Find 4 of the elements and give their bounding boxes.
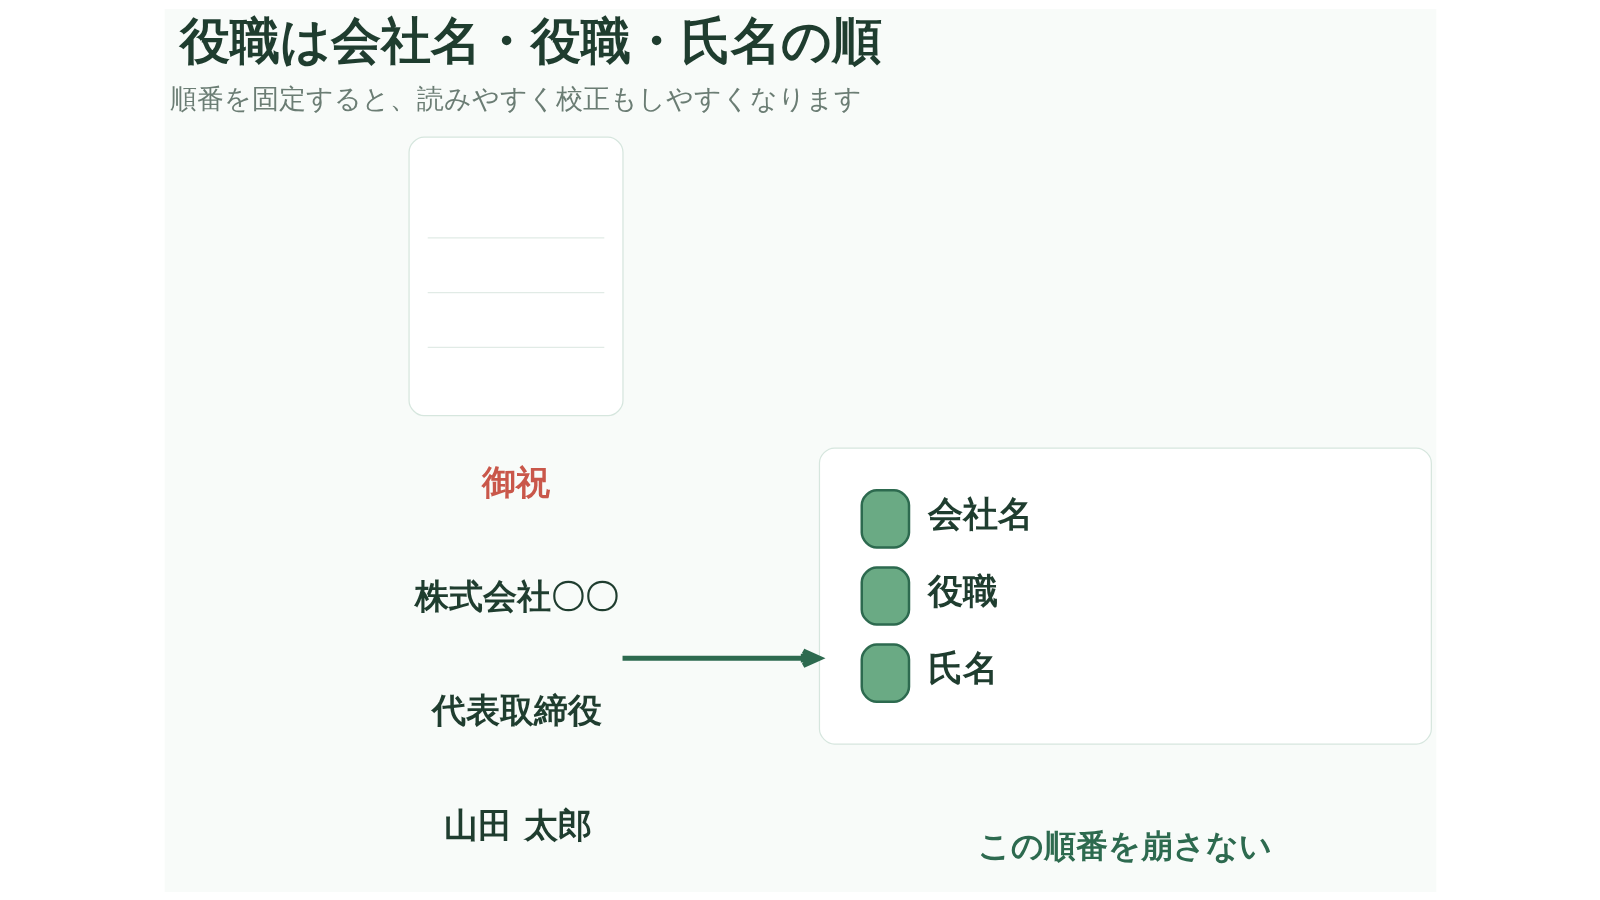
node-text: 御祝 株式会社〇〇 代表取締役 山田 太郎 xyxy=(414,462,619,845)
label: 順番を固定すると、読みやすく校正もしやすくなります xyxy=(169,82,862,114)
node-label: この順番を崩さない xyxy=(977,826,1272,865)
diagram-title: 役職は会社名・役職・氏名の順 xyxy=(179,11,882,69)
